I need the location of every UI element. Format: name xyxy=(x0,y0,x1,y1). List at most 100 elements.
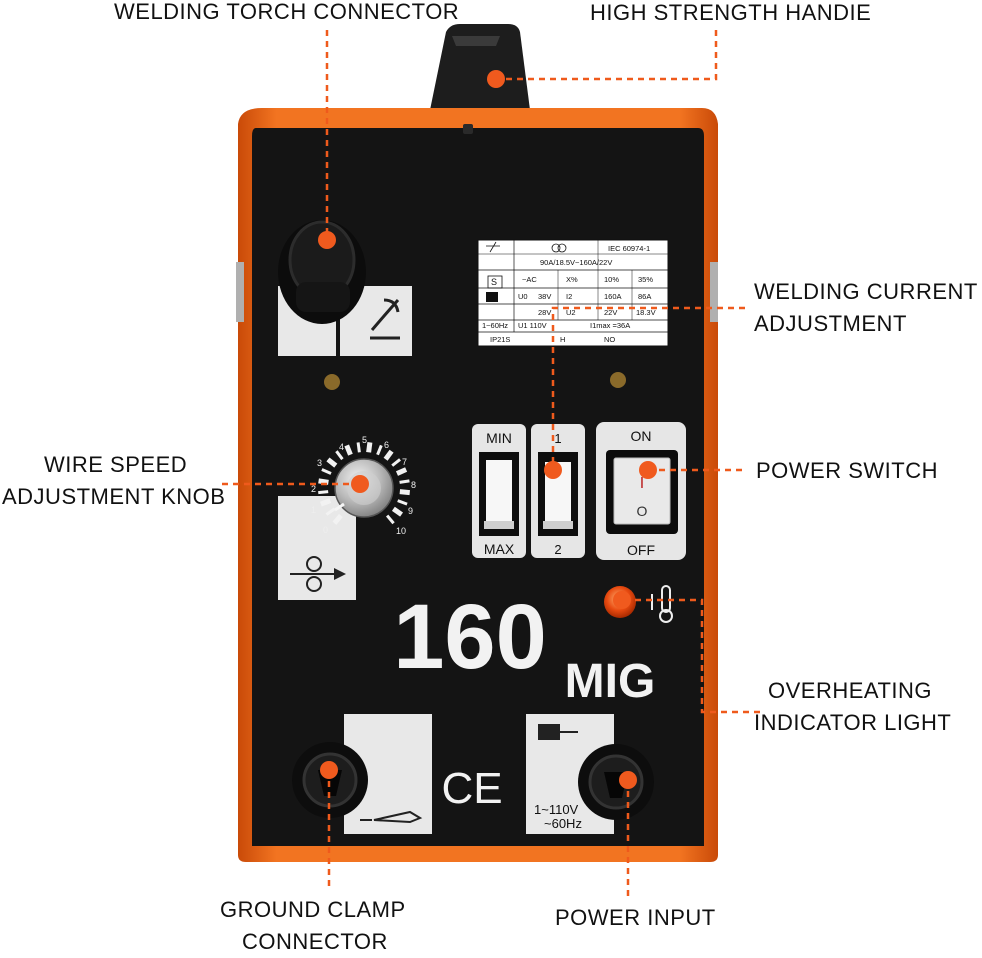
knob-tick xyxy=(325,507,336,516)
knob-scale-7: 7 xyxy=(402,457,407,467)
torch-icon xyxy=(370,298,400,340)
model-type: MIG xyxy=(565,655,656,708)
knob-scale-10: 10 xyxy=(396,526,406,536)
knob-scale-9: 9 xyxy=(408,506,413,516)
knob-tick xyxy=(399,489,411,496)
label-line: ADJUSTMENT KNOB xyxy=(2,484,226,509)
knob-tick xyxy=(397,499,408,506)
range-switch-2-label: 2 xyxy=(554,542,561,557)
knob-scale-1: 1 xyxy=(311,505,316,515)
knob-tick xyxy=(321,468,332,475)
power-plug-icon xyxy=(538,724,578,740)
callout-dot xyxy=(351,475,369,493)
knob-tick xyxy=(366,442,373,453)
knob-tick xyxy=(320,498,332,507)
power-switch-off-label: OFF xyxy=(627,542,655,558)
ground-clamp-connector xyxy=(292,714,432,834)
nameplate-supply: 1~60Hz xyxy=(482,321,508,330)
label-power-switch: POWER SWITCH xyxy=(756,458,938,483)
knob-tick xyxy=(344,444,353,456)
screw xyxy=(324,374,340,390)
callout-overheat xyxy=(622,598,760,714)
nameplate-cell: I2 xyxy=(566,292,572,301)
label-power-input: POWER INPUT xyxy=(555,905,716,930)
range-switch-1-label: 1 xyxy=(554,431,561,446)
handle xyxy=(430,24,530,110)
wire-speed-knob[interactable]: 0 1 2 3 4 5 6 7 8 9 10 xyxy=(278,435,416,600)
label-line: ADJUSTMENT xyxy=(754,311,907,336)
callout-dot xyxy=(487,70,505,88)
knob-ticks xyxy=(318,442,411,525)
current-switch[interactable]: MIN MAX xyxy=(472,424,526,558)
knob-scale-3: 3 xyxy=(317,458,322,468)
nameplate-class: H xyxy=(560,335,565,344)
nameplate: IEC 60974-1 90A/18.5V~160A/22V ~AC X% 10… xyxy=(477,239,669,347)
callout-dot xyxy=(320,761,338,779)
current-switch-min-label: MIN xyxy=(486,430,512,446)
ce-mark: CE xyxy=(441,764,502,813)
nameplate-note: NO xyxy=(604,335,615,344)
callout-dot xyxy=(613,591,631,609)
range-switch[interactable]: 1 2 xyxy=(531,424,585,558)
label-overheat: OVERHEATING INDICATOR LIGHT xyxy=(754,675,951,739)
label-line: WIRE SPEED xyxy=(44,452,188,477)
callout-dot xyxy=(544,461,562,479)
nameplate-duty: 35% xyxy=(638,275,653,284)
power-switch-on-label: ON xyxy=(631,428,652,444)
knob-scale-2: 2 xyxy=(311,484,316,494)
nameplate-cell: 28V xyxy=(538,308,551,317)
callout-dot xyxy=(619,771,637,789)
screw xyxy=(610,372,626,388)
model-number: 160 xyxy=(393,586,547,688)
power-switch[interactable]: ON OFF I O xyxy=(596,422,686,560)
nameplate-i1: I1max =36A xyxy=(590,321,630,330)
label-ground-clamp: GROUND CLAMP CONNECTOR xyxy=(220,894,406,958)
callout-dot xyxy=(318,231,336,249)
knob-tick xyxy=(385,514,395,525)
label-line: WELDING CURRENT xyxy=(754,279,978,304)
wire-feed-icon xyxy=(290,556,346,592)
label-torch-connector: WELDING TORCH CONNECTOR xyxy=(114,0,460,24)
nameplate-ip: IP21S xyxy=(490,335,510,344)
knob-tick xyxy=(376,444,383,456)
knob-scale: 0 1 2 3 4 5 6 7 8 9 10 xyxy=(311,435,416,536)
nameplate-u1: U1 110V xyxy=(518,321,547,330)
power-rating-frequency: ~60Hz xyxy=(544,816,582,831)
knob-tick xyxy=(383,449,394,461)
knob-scale-8: 8 xyxy=(411,480,416,490)
nameplate-duty: X% xyxy=(566,275,578,284)
knob-tick xyxy=(395,467,408,476)
knob-tick xyxy=(332,513,343,525)
svg-text:S: S xyxy=(491,277,497,287)
label-wire-speed: WIRE SPEED ADJUSTMENT KNOB xyxy=(2,449,225,513)
power-switch-on-symbol: I xyxy=(640,475,644,492)
knob-tick xyxy=(356,442,361,453)
label-current-adjustment: WELDING CURRENT ADJUSTMENT xyxy=(754,276,978,340)
nameplate-cell: U2 xyxy=(566,308,576,317)
nameplate-standard: IEC 60974-1 xyxy=(608,244,650,253)
nameplate-cell: 86A xyxy=(638,292,651,301)
power-rating-voltage: 1~110V xyxy=(534,802,579,817)
nameplate-phase: ~AC xyxy=(522,275,537,284)
label-line: GROUND CLAMP xyxy=(220,897,406,922)
power-switch-off-symbol: O xyxy=(637,503,648,519)
nameplate-range: 90A/18.5V~160A/22V xyxy=(540,258,612,267)
label-line: OVERHEATING xyxy=(768,678,933,703)
nameplate-duty: 10% xyxy=(604,275,619,284)
knob-tick xyxy=(335,450,344,461)
knob-scale-4: 4 xyxy=(339,442,344,452)
label-handle: HIGH STRENGTH HANDIE xyxy=(590,0,872,25)
knob-scale-6: 6 xyxy=(384,440,389,450)
knob-scale-0: 0 xyxy=(323,525,328,535)
callout-handle xyxy=(496,30,718,81)
nameplate-cell: U0 xyxy=(518,292,528,301)
torch-connector xyxy=(278,220,412,356)
label-line: INDICATOR LIGHT xyxy=(754,710,952,735)
nameplate-cell: 22V xyxy=(604,308,617,317)
knob-tick xyxy=(391,506,404,517)
callout-dot xyxy=(639,461,657,479)
ground-clamp-icon xyxy=(360,810,423,824)
label-line: CONNECTOR xyxy=(242,929,388,954)
